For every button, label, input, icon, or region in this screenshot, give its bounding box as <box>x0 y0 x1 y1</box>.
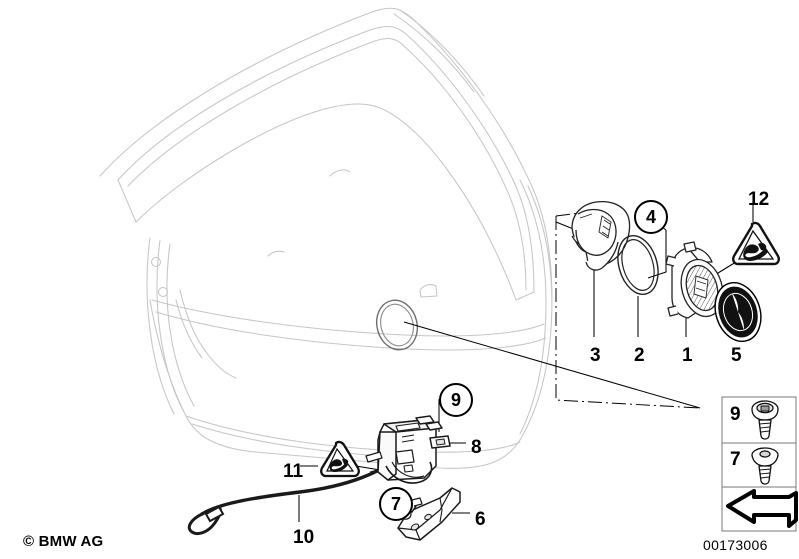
legend-box <box>721 396 798 532</box>
legend-number-9: 9 <box>730 404 741 425</box>
part-lock-actuator <box>365 415 451 484</box>
emblem-recess <box>375 299 419 351</box>
callout-6[interactable]: 6 <box>475 509 486 530</box>
copyright-notice: © BMW AG <box>23 533 104 550</box>
flat-screw-icon <box>751 447 779 485</box>
legend-number-7: 7 <box>730 449 741 470</box>
callout-4[interactable]: 4 <box>634 200 668 234</box>
callout-7[interactable]: 7 <box>379 487 413 521</box>
callout-5[interactable]: 5 <box>731 345 742 366</box>
callout-12[interactable]: 12 <box>748 189 770 210</box>
part-11-warning-label <box>320 440 360 478</box>
part-12-warning-label <box>732 221 780 266</box>
part-2-gasket-ring <box>617 234 659 296</box>
part-3-lock-cover <box>571 200 631 271</box>
view-direction-arrow-icon <box>726 489 798 528</box>
callout-1[interactable]: 1 <box>682 345 693 366</box>
callout-2[interactable]: 2 <box>634 345 645 366</box>
tailgate-body-outline <box>99 7 553 469</box>
part-5-bmw-emblem <box>714 282 762 342</box>
callout-10[interactable]: 10 <box>293 527 315 548</box>
callout-9[interactable]: 9 <box>439 383 473 417</box>
torx-screw-icon <box>751 400 779 440</box>
part-1-lock-cylinder <box>665 241 724 319</box>
callout-3[interactable]: 3 <box>590 345 601 366</box>
callout-11[interactable]: 11 <box>283 461 304 482</box>
diagram-part-number: 00173006 <box>703 537 768 553</box>
callout-8[interactable]: 8 <box>471 437 482 458</box>
